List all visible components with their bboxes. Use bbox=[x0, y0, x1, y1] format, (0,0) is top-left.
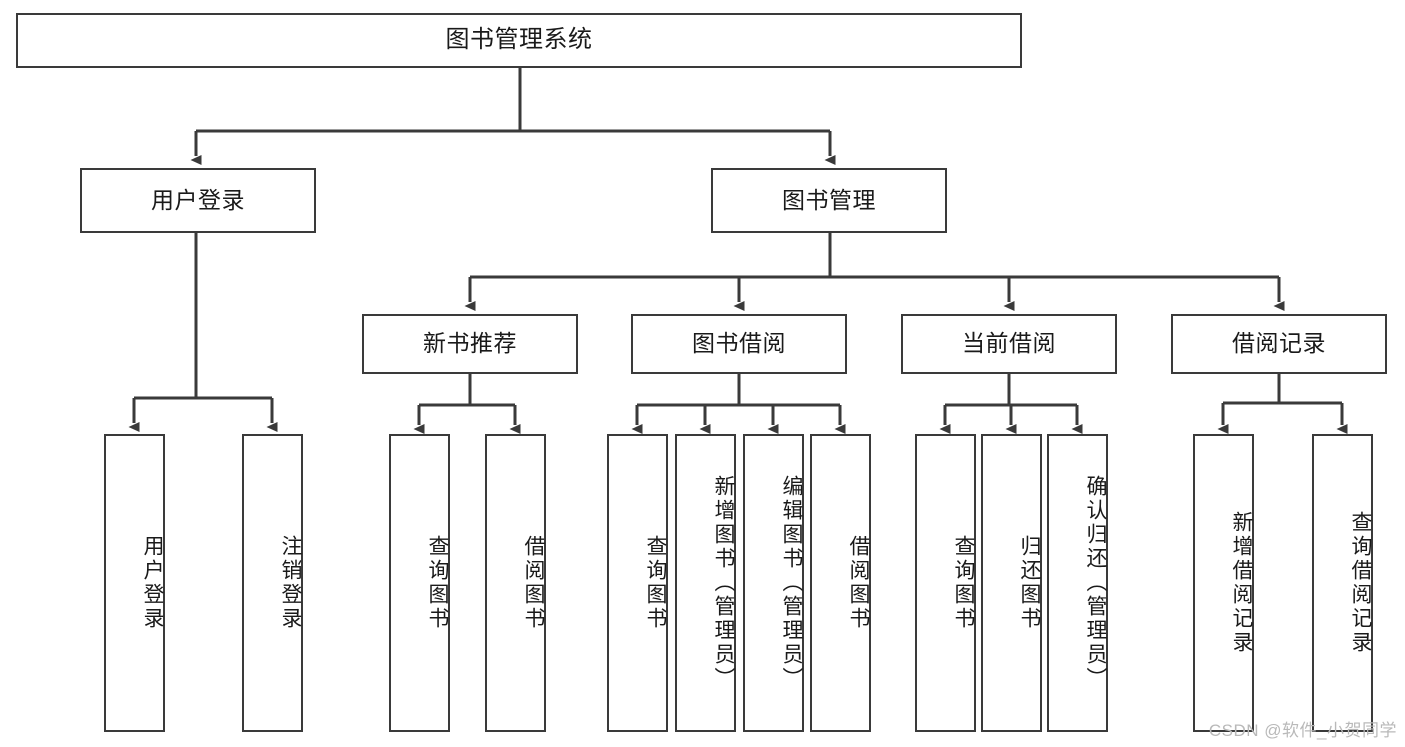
node-label: 确认归还（管理员） bbox=[1084, 475, 1107, 691]
leaf-logout[interactable]: 注销登录 bbox=[242, 434, 303, 732]
node-label: 借阅图书 bbox=[847, 535, 870, 631]
leaf-query-books-recommendation[interactable]: 查询图书 bbox=[389, 434, 450, 732]
leaf-borrow-books-borrowing[interactable]: 借阅图书 bbox=[810, 434, 871, 732]
node-label: 借阅图书 bbox=[522, 535, 545, 631]
node-new-book-recommendation[interactable]: 新书推荐 bbox=[362, 314, 578, 374]
node-label: 图书借阅 bbox=[692, 330, 786, 357]
node-label: 新增借阅记录 bbox=[1230, 511, 1253, 655]
node-label: 查询图书 bbox=[644, 535, 667, 631]
node-label: 查询借阅记录 bbox=[1349, 511, 1372, 655]
node-label: 查询图书 bbox=[426, 535, 449, 631]
node-label: 新书推荐 bbox=[423, 330, 517, 357]
node-label: 借阅记录 bbox=[1232, 330, 1326, 357]
leaf-add-borrowing-record[interactable]: 新增借阅记录 bbox=[1193, 434, 1254, 732]
node-label: 图书管理系统 bbox=[445, 26, 593, 54]
node-book-borrowing[interactable]: 图书借阅 bbox=[631, 314, 847, 374]
node-current-borrowing[interactable]: 当前借阅 bbox=[901, 314, 1117, 374]
leaf-borrow-books-recommendation[interactable]: 借阅图书 bbox=[485, 434, 546, 732]
leaf-add-book-admin[interactable]: 新增图书（管理员） bbox=[675, 434, 736, 732]
node-label: 编辑图书（管理员） bbox=[780, 475, 803, 691]
leaf-edit-book-admin[interactable]: 编辑图书（管理员） bbox=[743, 434, 804, 732]
node-root-library-management-system[interactable]: 图书管理系统 bbox=[16, 13, 1022, 68]
leaf-user-login[interactable]: 用户登录 bbox=[104, 434, 165, 732]
node-label: 用户登录 bbox=[151, 186, 245, 213]
leaf-query-books-current[interactable]: 查询图书 bbox=[915, 434, 976, 732]
node-label: 用户登录 bbox=[141, 535, 164, 631]
node-borrowing-records[interactable]: 借阅记录 bbox=[1171, 314, 1387, 374]
leaf-return-books[interactable]: 归还图书 bbox=[981, 434, 1042, 732]
node-label: 图书管理 bbox=[782, 186, 876, 213]
leaf-query-books-borrowing[interactable]: 查询图书 bbox=[607, 434, 668, 732]
node-user-login[interactable]: 用户登录 bbox=[80, 168, 316, 233]
node-label: 新增图书（管理员） bbox=[712, 475, 735, 691]
node-label: 注销登录 bbox=[279, 535, 302, 631]
node-label: 归还图书 bbox=[1018, 535, 1041, 631]
leaf-confirm-return-admin[interactable]: 确认归还（管理员） bbox=[1047, 434, 1108, 732]
node-label: 查询图书 bbox=[952, 535, 975, 631]
leaf-query-borrowing-record[interactable]: 查询借阅记录 bbox=[1312, 434, 1373, 732]
node-book-management[interactable]: 图书管理 bbox=[711, 168, 947, 233]
node-label: 当前借阅 bbox=[962, 330, 1056, 357]
